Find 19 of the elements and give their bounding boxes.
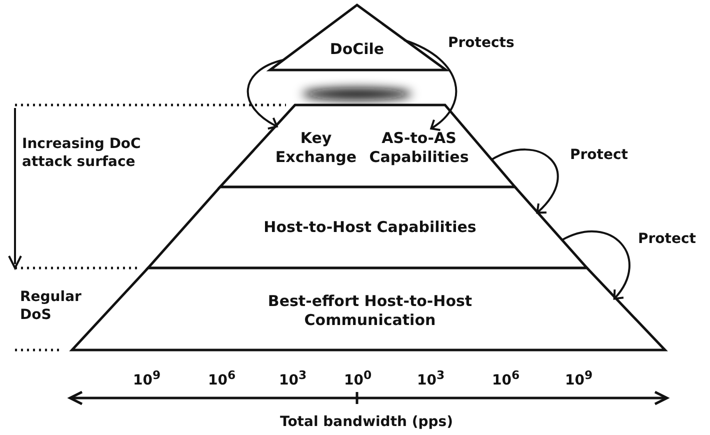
curved-arrow — [562, 230, 630, 300]
tick-label: 10$^{3}$ — [279, 368, 307, 390]
annotation-text: Regular DoS — [20, 288, 82, 324]
node-label: Key Exchange — [274, 128, 358, 168]
tick-label: 10$^{3}$ — [417, 368, 445, 390]
node-label: Host-to-Host Capabilities — [264, 218, 476, 238]
tick-label: 10$^{6}$ — [492, 368, 520, 390]
tick-label: 10$^{9}$ — [133, 368, 161, 390]
tick-label: 10$^{9}$ — [565, 368, 593, 390]
tick-label: 10$^{6}$ — [208, 368, 236, 390]
annotation-text: Increasing DoC attack surface — [22, 135, 142, 172]
node-label: DoCile — [330, 40, 384, 60]
curved-arrow — [247, 59, 284, 130]
curved-arrow — [490, 148, 559, 214]
axis-title: Total bandwidth (pps) — [280, 413, 454, 432]
tick-label: 10$^{0}$ — [344, 368, 372, 390]
node-label: Best-effort Host-to-Host Communication — [266, 292, 474, 330]
curved-arrow — [404, 39, 458, 130]
node-label: AS-to-AS Capabilities — [369, 128, 469, 168]
